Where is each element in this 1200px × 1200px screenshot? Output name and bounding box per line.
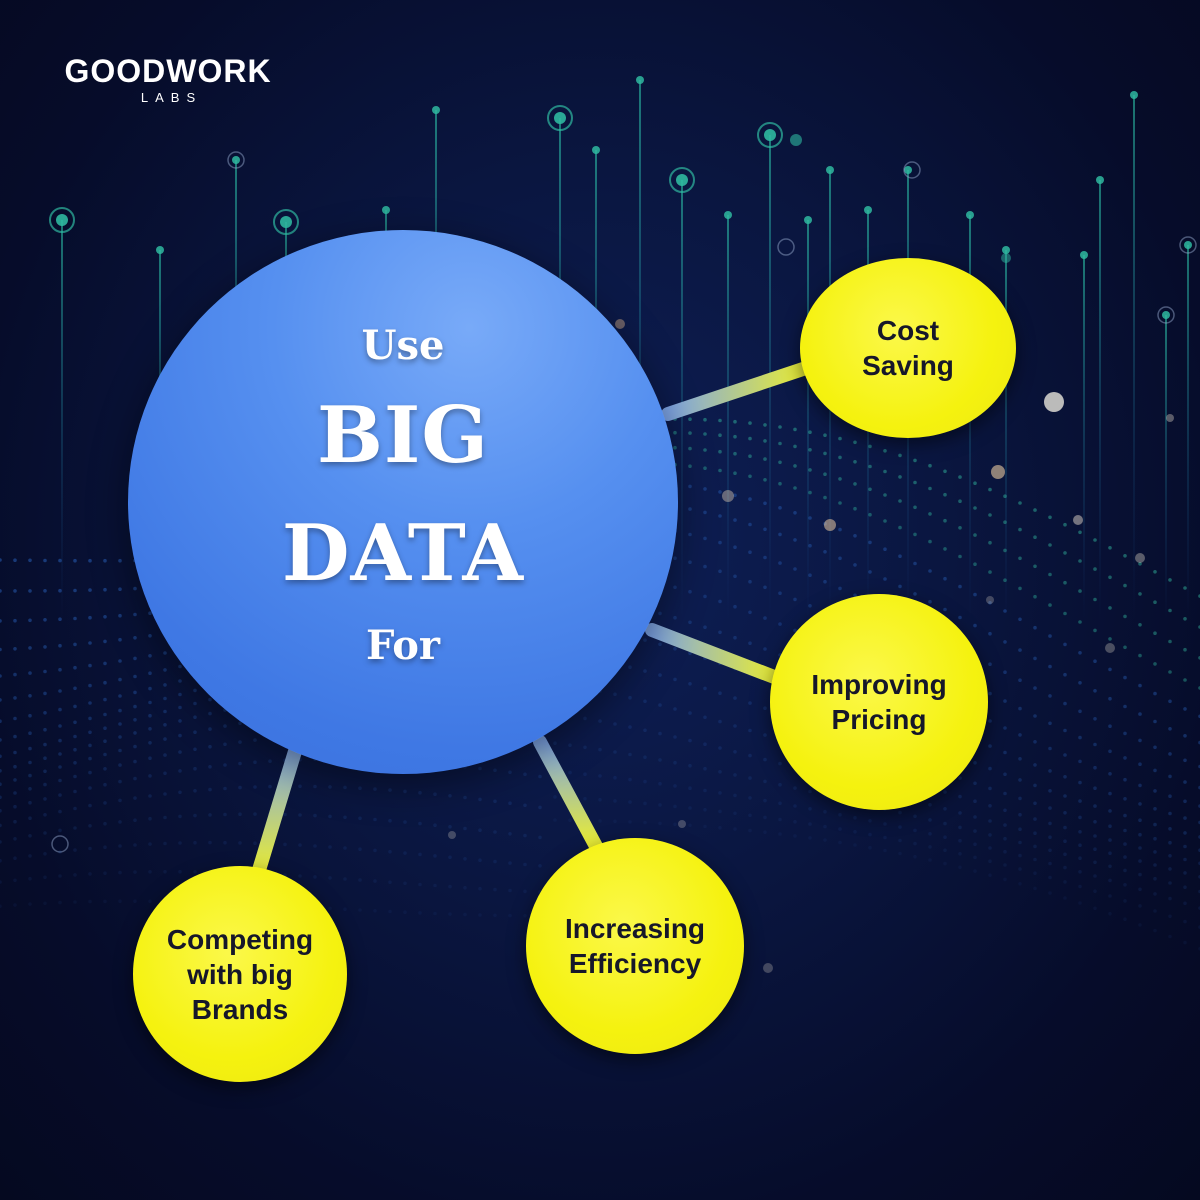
light-line — [1080, 251, 1088, 620]
node-label-improving-pricing: Improving Pricing — [811, 669, 947, 735]
light-line — [1096, 176, 1104, 620]
ring-dot — [227, 151, 245, 169]
hub-text-data: DATA — [281, 508, 525, 599]
light-line — [669, 167, 695, 620]
connector-efficiency — [533, 735, 605, 857]
node-label-cost-saving: Cost Saving — [862, 315, 954, 381]
light-line — [724, 211, 732, 620]
light-line — [1184, 241, 1192, 620]
ring-dot — [777, 238, 795, 256]
light-line — [1002, 246, 1010, 620]
connector-cost — [661, 359, 819, 421]
ring-dot — [51, 835, 69, 853]
connector-brands — [249, 741, 303, 887]
node-label-increasing-efficiency: Increasing Efficiency — [564, 913, 706, 979]
light-line — [1162, 311, 1170, 620]
node-competing-with-big-brands: Competing with big Brands — [133, 866, 347, 1082]
ring-dot — [1179, 236, 1197, 254]
light-line — [49, 207, 75, 620]
node-cost-saving: Cost Saving — [800, 258, 1016, 438]
hub-text-for: For — [366, 622, 440, 669]
hub-text-use: Use — [361, 322, 445, 369]
node-label-competing-brands: Competing with big Brands — [166, 923, 314, 1025]
light-line — [636, 76, 644, 620]
light-line — [1130, 91, 1138, 620]
logo-subtitle: LABS — [140, 90, 203, 105]
big-data-hub-circle: Use BIG DATA For — [128, 230, 678, 774]
light-line — [804, 216, 812, 620]
bokeh-particles — [448, 134, 1174, 973]
goodwork-labs-logo: GOODWORK LABS — [56, 54, 280, 105]
node-improving-pricing: Improving Pricing — [770, 594, 988, 810]
ring-dot — [903, 161, 921, 179]
connector-pricing — [645, 623, 789, 687]
hub-text-big: BIG — [316, 390, 490, 481]
ring-dot — [1157, 306, 1175, 324]
logo-wordmark: GOODWORK — [64, 53, 272, 89]
node-increasing-efficiency: Increasing Efficiency — [526, 838, 744, 1054]
